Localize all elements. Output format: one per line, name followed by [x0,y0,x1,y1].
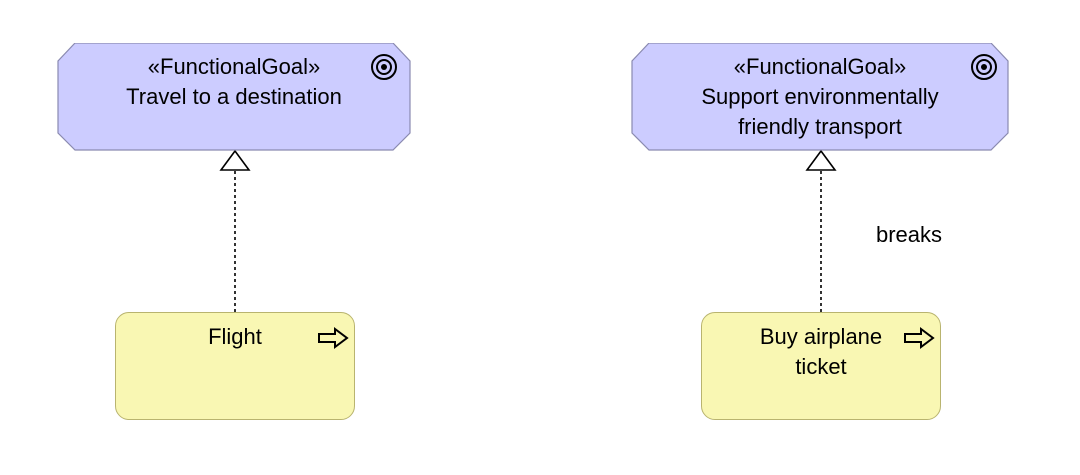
process-arrow-icon [904,327,935,349]
goal-shape [57,43,411,151]
goal-name-line1: Support environmentally [701,84,939,109]
goal-stereotype: «FunctionalGoal» [733,54,907,79]
relation-label-breaks: breaks [876,222,943,247]
goal-target-icon [371,54,397,80]
process-name-line2: ticket [795,354,847,379]
goal-stereotype: «FunctionalGoal» [147,54,321,79]
goal-travel-to-destination[interactable]: «FunctionalGoal» Travel to a destination [57,43,411,151]
realization-flight-to-travel[interactable] [219,149,251,312]
process-buy-airplane-ticket[interactable]: Buy airplane ticket [701,312,941,420]
realization-ticket-to-support[interactable] [805,149,837,312]
process-flight[interactable]: Flight [115,312,355,420]
goal-shape [631,43,1009,151]
goal-name: Travel to a destination [126,84,342,109]
process-name-line1: Buy airplane [759,324,883,349]
goal-target-icon [971,54,997,80]
goal-support-environmentally-friendly-transport[interactable]: «FunctionalGoal» Support environmentally… [631,43,1009,151]
goal-name-line2: friendly transport [738,114,902,139]
process-name: Flight [208,324,262,349]
process-arrow-icon [318,327,349,349]
